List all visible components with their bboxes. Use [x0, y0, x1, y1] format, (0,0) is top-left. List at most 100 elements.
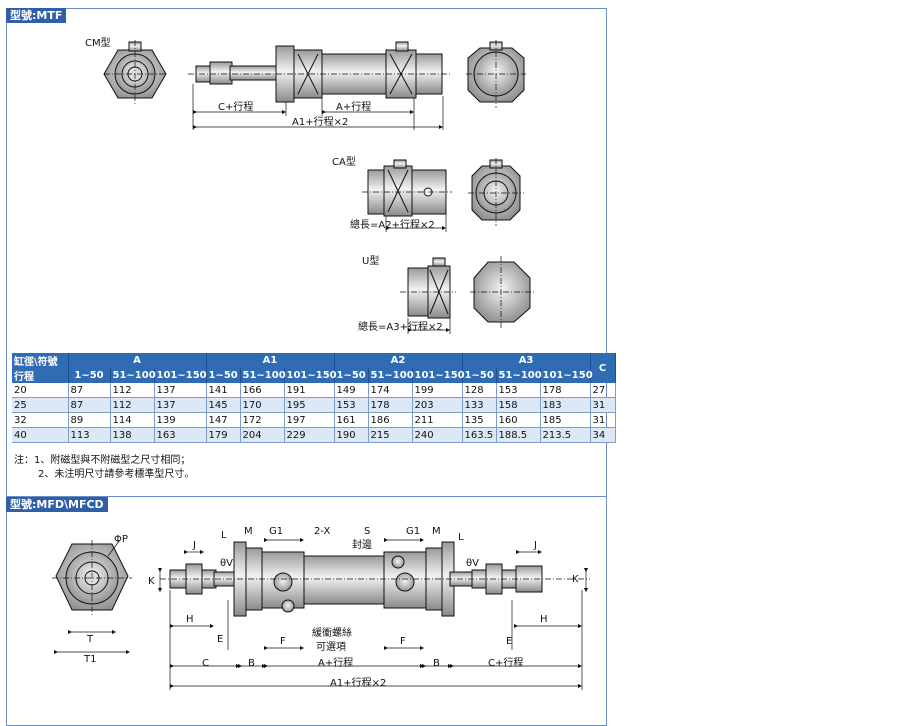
- table-cell: 137: [154, 383, 207, 398]
- c-stroke-label: C+行程: [218, 100, 253, 113]
- range-header: 51~100: [110, 368, 156, 383]
- table-cell: 158: [496, 397, 541, 413]
- table-cell: 188.5: [496, 427, 541, 443]
- table-cell: 163: [154, 427, 207, 443]
- m-label-right: M: [432, 526, 441, 537]
- table-cell: 112: [110, 397, 155, 413]
- table-cell: 179: [206, 427, 241, 443]
- table-cell: 135: [462, 412, 497, 428]
- bore-header: 缸徑\符號: [12, 353, 69, 368]
- table-cell: 34: [590, 427, 616, 443]
- range-header: 51~100: [240, 368, 286, 383]
- cm-end-view: [103, 40, 167, 104]
- table-cell: 114: [110, 412, 155, 428]
- range-header: 51~100: [368, 368, 414, 383]
- u-total-label: 總長=A3+行程×2: [358, 320, 443, 333]
- a1-stroke-label: A1+行程×2: [292, 115, 348, 128]
- f-label-left: F: [280, 636, 286, 647]
- c-header: C: [590, 353, 616, 383]
- table-cell: 31: [590, 397, 616, 413]
- table-cell: 178: [368, 397, 413, 413]
- table-cell: 128: [462, 383, 497, 398]
- table-cell: 40: [12, 427, 69, 443]
- table-cell: 211: [412, 412, 463, 428]
- table-cell: 25: [12, 397, 69, 413]
- table-cell: 31: [590, 412, 616, 428]
- ca-type-label: CA型: [332, 155, 356, 168]
- ca-total-label: 總長=A2+行程×2: [350, 218, 435, 231]
- j-label-right: J: [533, 540, 537, 551]
- table-cell: 138: [110, 427, 155, 443]
- g1-label-right: G1: [406, 526, 420, 537]
- table-cell: 141: [206, 383, 241, 398]
- cm-type-label: CM型: [85, 36, 111, 49]
- table-cell: 174: [368, 383, 413, 398]
- range-header: 101~150: [154, 368, 207, 383]
- u-type-label: U型: [362, 254, 379, 267]
- g1-label-left: G1: [269, 526, 283, 537]
- table-cell: 166: [240, 383, 285, 398]
- f-label-right: F: [400, 636, 406, 647]
- table-cell: 149: [334, 383, 369, 398]
- table-cell: 153: [334, 397, 369, 413]
- table-cell: 197: [284, 412, 335, 428]
- table-cell: 190: [334, 427, 369, 443]
- notes-block: 注：1、附磁型與不附磁型之尺寸相同； 2、未注明尺寸請參考標準型尺寸。: [14, 454, 194, 482]
- l-label-right: L: [458, 532, 464, 543]
- k-label-left: K: [148, 576, 155, 587]
- table-cell: 113: [68, 427, 111, 443]
- h-label-left: H: [186, 614, 194, 625]
- range-header: 1~50: [334, 368, 369, 383]
- m-label-left: M: [244, 526, 253, 537]
- table-cell: 137: [154, 397, 207, 413]
- table-cell: 186: [368, 412, 413, 428]
- mfd-section-title: 型號:MFD\MFCD: [6, 497, 108, 512]
- table-cell: 204: [240, 427, 285, 443]
- u-side-view: [400, 257, 456, 334]
- table-row: 40 113 138 163 179 204 229 190 215 240 1…: [12, 427, 616, 443]
- group-a3-header: A3: [462, 353, 591, 368]
- table-cell: 195: [284, 397, 335, 413]
- table-row: 20 87 112 137 141 166 191 149 174 199 12…: [12, 383, 616, 398]
- table-cell: 87: [68, 397, 111, 413]
- table-cell: 163.5: [462, 427, 497, 443]
- table-cell: 199: [412, 383, 463, 398]
- table-cell: 133: [462, 397, 497, 413]
- section-divider: [6, 496, 607, 497]
- range-header: 1~50: [68, 368, 111, 383]
- table-cell: 89: [68, 412, 111, 428]
- table-cell: 20: [12, 383, 69, 398]
- buffer-screw-label: 緩衝螺絲: [312, 626, 352, 639]
- table-cell: 170: [240, 397, 285, 413]
- table-cell: 185: [540, 412, 591, 428]
- t-label: T: [86, 634, 94, 645]
- table-cell: 153: [496, 383, 541, 398]
- group-a-header: A: [68, 353, 207, 368]
- table-cell: 191: [284, 383, 335, 398]
- e-label-left: E: [217, 634, 223, 645]
- u-end-view: [470, 256, 534, 328]
- table-cell: 183: [540, 397, 591, 413]
- e-label-right: E: [506, 636, 512, 647]
- note-line: 2、未注明尺寸請參考標準型尺寸。: [38, 469, 195, 480]
- table-cell: 213.5: [540, 427, 591, 443]
- table-cell: 215: [368, 427, 413, 443]
- l-label-left: L: [221, 530, 227, 541]
- table-cell: 139: [154, 412, 207, 428]
- range-header: 101~150: [540, 368, 593, 383]
- k-label-right: K: [572, 574, 579, 585]
- group-a2-header: A2: [334, 353, 463, 368]
- optional-label: 可選項: [316, 640, 346, 653]
- table-cell: 160: [496, 412, 541, 428]
- h-label-right: H: [540, 614, 548, 625]
- table-cell: 161: [334, 412, 369, 428]
- range-header: 1~50: [462, 368, 497, 383]
- table-row: 25 87 112 137 145 170 195 153 178 203 13…: [12, 397, 616, 413]
- stroke-header: 行程: [12, 368, 69, 383]
- table-cell: 203: [412, 397, 463, 413]
- table-cell: 229: [284, 427, 335, 443]
- theta-v-label-right: θV: [466, 558, 479, 569]
- mfd-c-stroke-label: C+行程: [488, 656, 523, 669]
- mtf-section-title: 型號:MTF: [6, 8, 67, 23]
